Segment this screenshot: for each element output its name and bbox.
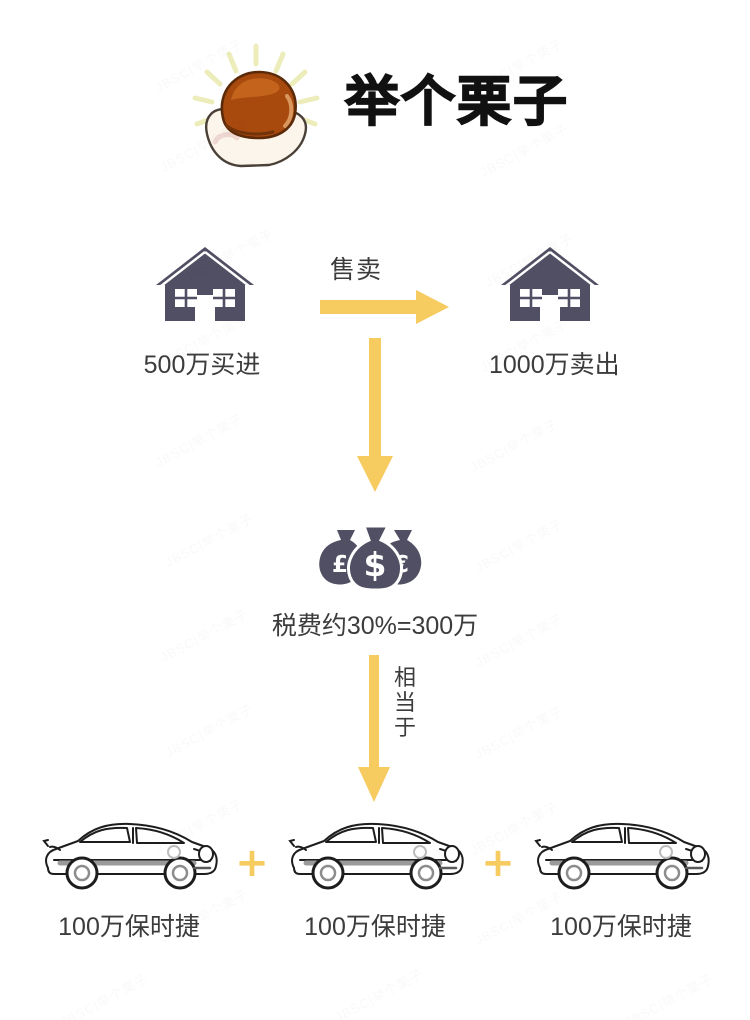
plus-operator: + [481, 840, 515, 886]
watermark: JBSC|举个栗子 [471, 700, 566, 763]
site-logo: 举个栗子 [0, 30, 750, 180]
logo-text: 举个栗子 [344, 70, 569, 133]
watermark: JBSC|举个栗子 [56, 968, 151, 1020]
watermark: JBSC|举个栗子 [331, 963, 426, 1020]
car-caption: 100万保时捷 [550, 913, 692, 941]
sports-car-icon [23, 815, 235, 897]
equivalent-char-2: 当 [393, 690, 416, 715]
car-caption: 100万保时捷 [58, 913, 200, 941]
sell-house-caption: 1000万卖出 [489, 351, 620, 379]
car-item: 100万保时捷 [269, 815, 481, 943]
buy-house-group: 500万买进 [140, 245, 270, 381]
car-item: 100万保时捷 [515, 815, 727, 943]
right-arrow-icon [320, 288, 450, 331]
house-icon [140, 245, 270, 323]
car-caption: 100万保时捷 [304, 913, 446, 941]
equivalent-char-1: 相 [393, 665, 416, 690]
watermark: JBSC|举个栗子 [466, 413, 561, 476]
sports-car-icon [269, 815, 481, 897]
down-arrow-icon [355, 338, 395, 498]
tax-group: £ € $ 税费约30%=300万 [0, 520, 750, 642]
sell-house-group: 1000万卖出 [485, 245, 620, 381]
sports-car-icon [515, 815, 727, 897]
svg-text:£: £ [332, 552, 348, 578]
hand-holding-chestnut-icon [181, 38, 331, 173]
equivalent-to-label: 相 当 于 [392, 665, 418, 740]
watermark: JBSC|举个栗子 [621, 968, 716, 1020]
sell-label: 售卖 [330, 256, 383, 284]
tax-caption: 税费约30%=300万 [271, 612, 479, 640]
cars-row: 100万保时捷 + [0, 815, 750, 943]
watermark: JBSC|举个栗子 [161, 698, 256, 761]
car-item: 100万保时捷 [23, 815, 235, 943]
svg-text:$: $ [364, 545, 387, 584]
equivalent-char-3: 于 [393, 715, 416, 740]
buy-house-caption: 500万买进 [143, 351, 261, 379]
down-arrow-icon [358, 655, 392, 808]
plus-operator: + [235, 840, 269, 886]
house-icon [485, 245, 615, 323]
money-bags-icon: £ € $ [0, 520, 750, 590]
watermark: JBSC|举个栗子 [151, 408, 246, 471]
